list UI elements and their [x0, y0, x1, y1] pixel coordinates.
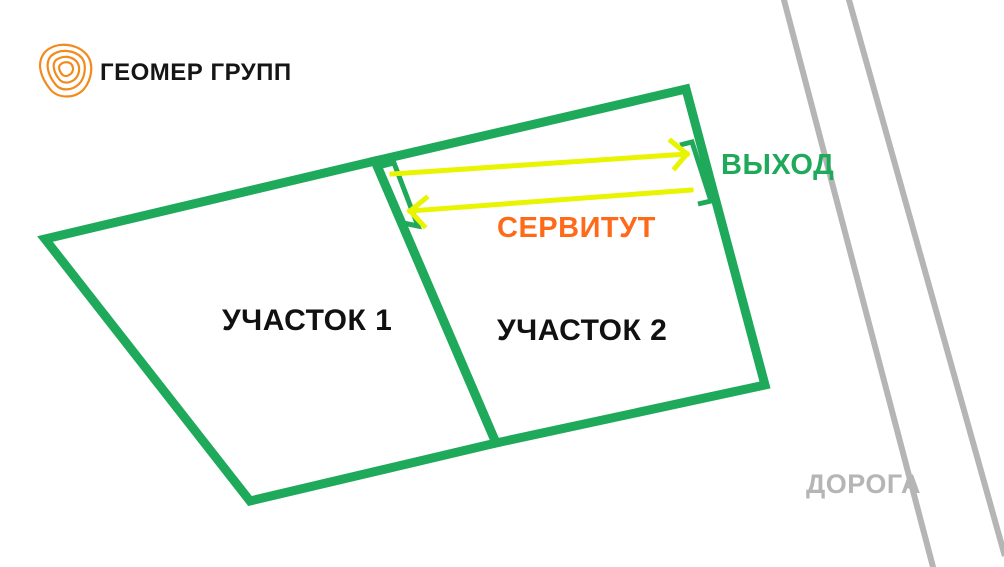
left-exit-notch	[377, 160, 422, 230]
exit-label: ВЫХОД	[721, 149, 834, 181]
servitude-arrow-head-right	[667, 137, 691, 172]
road-edge-left	[780, 0, 937, 567]
servitude-arrow-to-exit	[389, 151, 690, 177]
servitude-arrow-head-left	[406, 194, 430, 230]
brand-name: ГЕОМЕР ГРУПП	[100, 59, 292, 86]
roads	[780, 0, 1004, 567]
land-plots	[37, 83, 771, 507]
right-exit-notch	[679, 139, 715, 207]
plot-1-label: УЧАСТОК 1	[222, 304, 392, 337]
contour-lines-icon	[38, 43, 93, 98]
plot-2-label: УЧАСТОК 2	[497, 314, 667, 347]
servitude-arrows	[389, 137, 694, 230]
plot-2-boundary	[368, 83, 771, 449]
road-edge-right	[845, 0, 1004, 557]
servitude-arrow-from-exit	[407, 187, 694, 214]
servitude-label: СЕРВИТУТ	[497, 212, 656, 244]
brand-logo: ГЕОМЕР ГРУПП	[38, 43, 292, 98]
exit-notches	[377, 139, 715, 230]
road-label: ДОРОГА	[806, 469, 921, 499]
